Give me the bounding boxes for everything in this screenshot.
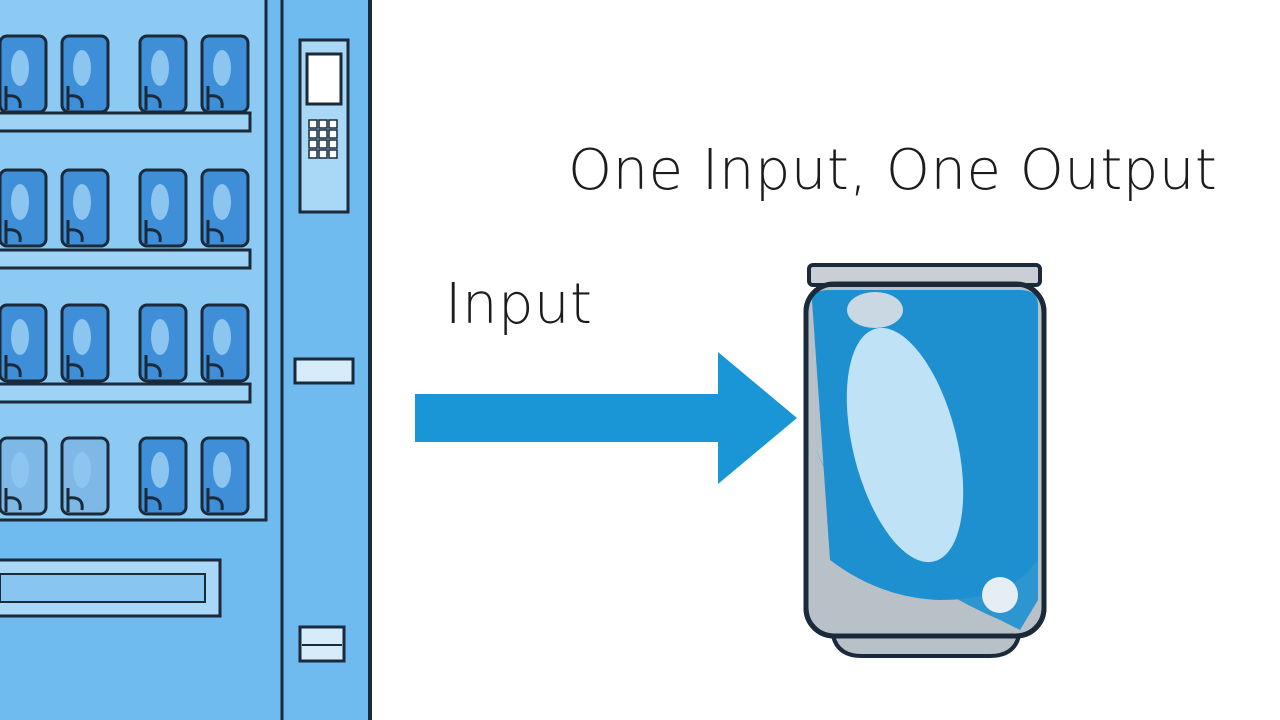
shelf-can <box>60 34 110 114</box>
shelves <box>0 111 252 404</box>
shelf-can <box>200 436 250 516</box>
vending-machine-icon <box>0 0 372 720</box>
keypad-key <box>328 139 338 149</box>
soda-can-icon <box>803 263 1047 658</box>
shelf-can <box>200 303 250 383</box>
shelf-cans <box>0 34 250 516</box>
keypad-key <box>318 149 328 159</box>
keypad-key <box>308 119 318 129</box>
keypad-key <box>328 129 338 139</box>
shelf-can <box>0 303 48 383</box>
shelf-can <box>138 436 188 516</box>
shelf-can <box>60 436 110 516</box>
shelf-can <box>200 168 250 248</box>
keypad-key <box>328 119 338 129</box>
keypad-icon <box>308 119 338 159</box>
shelf-can <box>138 34 188 114</box>
keypad-key <box>318 119 328 129</box>
keypad-key <box>318 139 328 149</box>
shelf-can <box>60 303 110 383</box>
shelf-can <box>0 168 48 248</box>
shelf-can <box>138 303 188 383</box>
shelf-can <box>200 34 250 114</box>
shelf-can <box>138 168 188 248</box>
keypad-key <box>308 139 318 149</box>
diagram-title: One Input, One Output <box>568 138 1218 203</box>
keypad-key <box>328 149 338 159</box>
input-label: Input <box>445 272 593 337</box>
shelf-can <box>60 168 110 248</box>
keypad-key <box>308 149 318 159</box>
coin-slot <box>293 357 355 385</box>
display-screen <box>305 52 343 106</box>
shelf-can <box>0 34 48 114</box>
shelf-can <box>0 436 48 516</box>
arrow-right-icon <box>415 352 797 484</box>
keypad-key <box>308 129 318 139</box>
keypad-key <box>318 129 328 139</box>
